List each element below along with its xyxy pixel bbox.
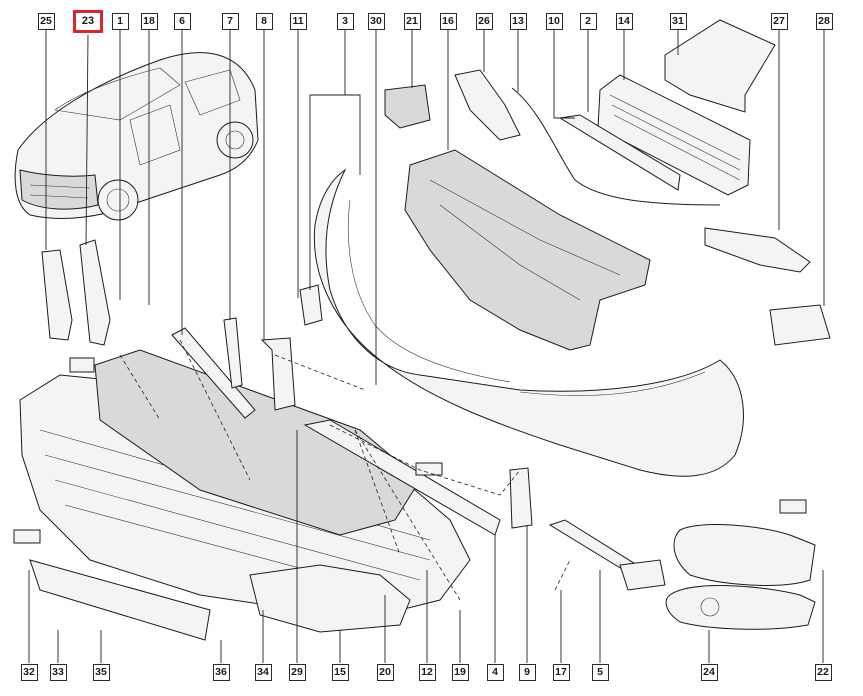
callout-4: 4 xyxy=(486,663,504,681)
callout-35: 35 xyxy=(92,663,110,681)
callout-26: 26 xyxy=(475,12,493,30)
lower-bumper-assembly xyxy=(19,349,471,641)
callout-29: 29 xyxy=(288,663,306,681)
callout-1: 1 xyxy=(111,12,129,30)
callout-30: 30 xyxy=(367,12,385,30)
fastener-dash-lines xyxy=(119,339,571,601)
callout-7: 7 xyxy=(221,12,239,30)
upper-crossmember xyxy=(404,149,651,351)
leader-lines xyxy=(45,29,825,385)
bumper-skin xyxy=(313,168,744,477)
callout-11: 11 xyxy=(289,12,307,30)
callout-12: 12 xyxy=(418,663,436,681)
callout-18: 18 xyxy=(140,12,158,30)
callout-5: 5 xyxy=(591,663,609,681)
callout-20: 20 xyxy=(376,663,394,681)
bottom-leader-lines xyxy=(28,430,824,663)
callout-34: 34 xyxy=(254,663,272,681)
callout-9: 9 xyxy=(518,663,536,681)
callout-24: 24 xyxy=(700,663,718,681)
small-brackets xyxy=(13,284,666,591)
callout-2: 2 xyxy=(579,12,597,30)
callout-17: 17 xyxy=(552,663,570,681)
callout-16: 16 xyxy=(439,12,457,30)
callout-8: 8 xyxy=(255,12,273,30)
fog-light-bezels xyxy=(665,499,816,630)
side-trims xyxy=(41,239,111,373)
callout-23: 23 xyxy=(73,9,103,33)
callout-33: 33 xyxy=(49,663,67,681)
callout-10: 10 xyxy=(545,12,563,30)
callout-19: 19 xyxy=(451,663,469,681)
fastener-box xyxy=(664,19,776,113)
callout-6: 6 xyxy=(173,12,191,30)
callout-3: 3 xyxy=(336,12,354,30)
callout-36: 36 xyxy=(212,663,230,681)
callout-13: 13 xyxy=(509,12,527,30)
callout-22: 22 xyxy=(814,663,832,681)
vehicle-outline xyxy=(14,52,259,221)
callout-25: 25 xyxy=(37,12,55,30)
callout-32: 32 xyxy=(20,663,38,681)
upper-brackets xyxy=(384,69,831,346)
callout-15: 15 xyxy=(331,663,349,681)
callout-31: 31 xyxy=(669,12,687,30)
callout-28: 28 xyxy=(815,12,833,30)
callout-21: 21 xyxy=(403,12,421,30)
callout-14: 14 xyxy=(615,12,633,30)
callout-27: 27 xyxy=(770,12,788,30)
